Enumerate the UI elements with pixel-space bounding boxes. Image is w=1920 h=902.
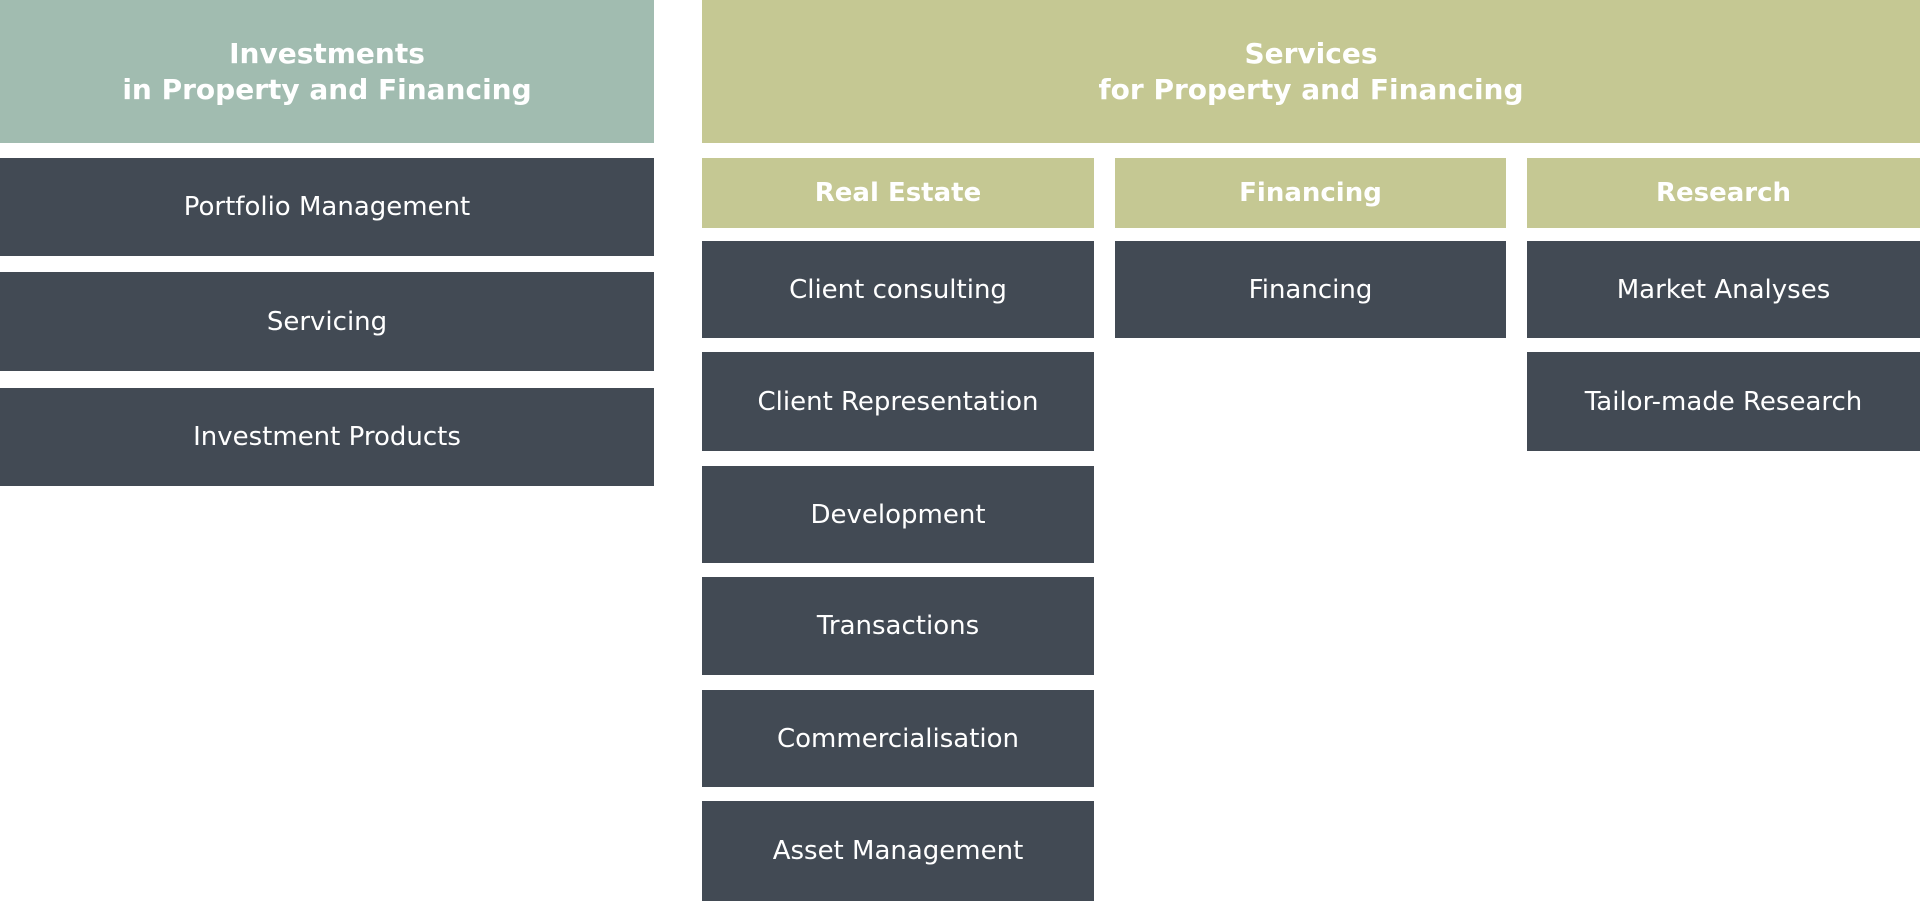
column-header-research: Research (1527, 158, 1920, 228)
column-header-real-estate: Real Estate (702, 158, 1094, 228)
real-estate-item-label: Transactions (816, 611, 980, 641)
investments-header: Investments in Property and Financing (0, 0, 654, 143)
real-estate-item-client-consulting: Client consulting (702, 241, 1094, 338)
column-header-label: Financing (1239, 178, 1382, 208)
investments-title-line1: Investments (229, 36, 425, 70)
column-header-label: Real Estate (814, 178, 982, 208)
real-estate-item-commercialisation: Commercialisation (702, 690, 1094, 787)
services-header: Services for Property and Financing (702, 0, 1920, 143)
real-estate-item-label: Client Representation (757, 386, 1039, 417)
investments-title-line2: in Property and Financing (122, 72, 532, 106)
research-item-label: Market Analyses (1616, 274, 1831, 305)
real-estate-item-development: Development (702, 466, 1094, 563)
investments-item-servicing: Servicing (0, 272, 654, 371)
research-item-tailor-made-research: Tailor-made Research (1527, 352, 1920, 451)
real-estate-item-label: Development (810, 499, 986, 530)
financing-item-financing: Financing (1115, 241, 1506, 338)
investments-title: Investments in Property and Financing (122, 36, 531, 108)
research-item-market-analyses: Market Analyses (1527, 241, 1920, 338)
real-estate-item-transactions: Transactions (702, 577, 1094, 675)
column-header-label: Research (1655, 178, 1792, 208)
investments-item-investment-products: Investment Products (0, 388, 654, 486)
real-estate-item-client-representation: Client Representation (702, 352, 1094, 451)
services-title: Services for Property and Financing (1098, 36, 1523, 108)
investments-item-label: Investment Products (193, 422, 461, 452)
financing-item-label: Financing (1248, 274, 1373, 305)
investments-item-label: Portfolio Management (183, 192, 471, 222)
real-estate-item-label: Client consulting (789, 274, 1007, 305)
column-header-financing: Financing (1115, 158, 1506, 228)
real-estate-item-label: Commercialisation (776, 723, 1019, 754)
services-title-line2: for Property and Financing (1098, 72, 1524, 106)
services-title-line1: Services (1244, 36, 1378, 70)
real-estate-item-label: Asset Management (772, 836, 1024, 866)
investments-item-label: Servicing (266, 306, 388, 337)
real-estate-item-asset-management: Asset Management (702, 801, 1094, 901)
research-item-label: Tailor-made Research (1584, 386, 1863, 417)
investments-item-portfolio-management: Portfolio Management (0, 158, 654, 256)
